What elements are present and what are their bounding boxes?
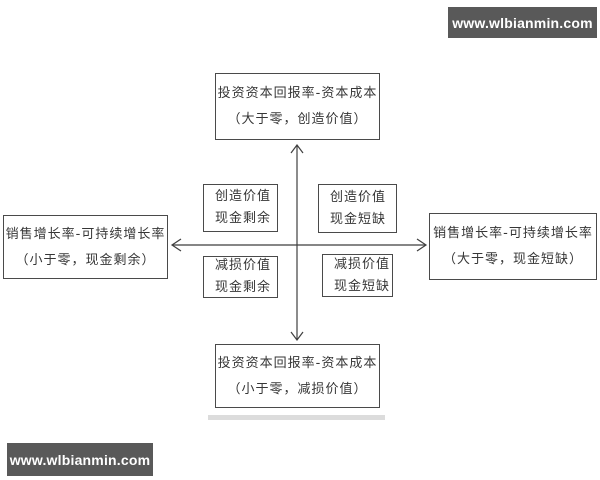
- watermark-banner-top: www.wlbianmin.com: [448, 7, 597, 38]
- axis-label-box-left: 销售增长率-可持续增长率 （小于零，现金剩余）: [3, 215, 168, 279]
- quadrant-top-left-line2: 现金剩余: [215, 211, 272, 226]
- quadrant-bottom-left-line1: 减损价值: [215, 258, 272, 273]
- axis-label-box-right: 销售增长率-可持续增长率 （大于零，现金短缺）: [429, 213, 597, 280]
- quadrant-box-top-left: 创造价值 现金剩余: [203, 184, 278, 232]
- quadrant-bottom-left-line2: 现金剩余: [215, 280, 272, 295]
- bottom-box-shadow-divider: [208, 415, 385, 420]
- axis-label-right-line2: （大于零，现金短缺）: [442, 252, 583, 267]
- watermark-url-bottom: www.wlbianmin.com: [9, 451, 151, 468]
- vertical-axis-arrow: [290, 144, 304, 341]
- axis-label-left-line2: （小于零，现金剩余）: [15, 252, 156, 268]
- watermark-url-top: www.wlbianmin.com: [452, 14, 593, 31]
- quadrant-box-top-right: 创造价值 现金短缺: [318, 184, 397, 233]
- quadrant-box-bottom-left: 减损价值 现金剩余: [203, 256, 278, 298]
- quadrant-box-bottom-right: 减损价值 现金短缺: [322, 254, 393, 297]
- axis-label-box-bottom: 投资资本回报率-资本成本 （小于零，减损价值）: [215, 344, 380, 408]
- axis-label-box-top: 投资资本回报率-资本成本 （大于零，创造价值）: [215, 73, 380, 140]
- axis-label-right-line1: 销售增长率-可持续增长率: [433, 226, 593, 241]
- quadrant-top-right-line1: 创造价值: [330, 189, 387, 205]
- axis-label-top-line1: 投资资本回报率-资本成本: [217, 86, 378, 101]
- quadrant-bottom-right-line1: 减损价值: [334, 256, 391, 272]
- axis-label-top-line2: （大于零，创造价值）: [227, 112, 368, 127]
- quadrant-top-right-line2: 现金短缺: [330, 211, 387, 227]
- axis-label-bottom-line1: 投资资本回报率-资本成本: [217, 355, 378, 371]
- quadrant-bottom-right-line2: 现金短缺: [334, 278, 391, 294]
- watermark-banner-bottom: www.wlbianmin.com: [7, 443, 153, 476]
- axis-label-bottom-line2: （小于零，减损价值）: [227, 381, 368, 397]
- axis-label-left-line1: 销售增长率-可持续增长率: [5, 226, 166, 242]
- quadrant-top-left-line1: 创造价值: [215, 189, 272, 204]
- horizontal-axis-arrow: [170, 238, 428, 252]
